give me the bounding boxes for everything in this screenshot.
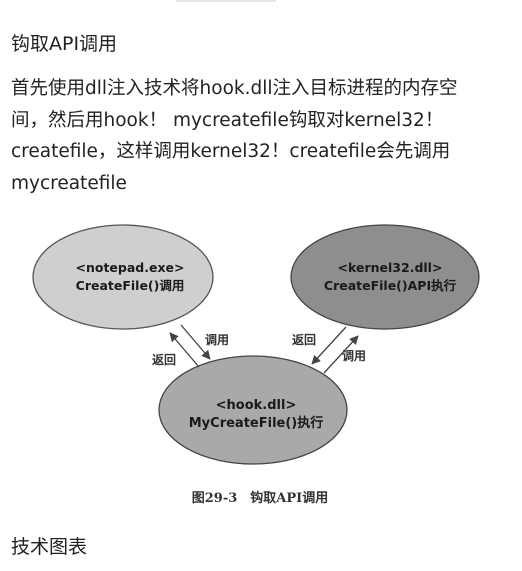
- right-call-label: 调用: [342, 349, 366, 363]
- right-arrow-pair: [311, 326, 359, 374]
- paragraph-line-1: 首先使用dll注入技术将hook.dll注入目标进程的内存空: [11, 78, 458, 99]
- kernel32-node: <kernel32.dll> CreateFile()API执行: [290, 224, 480, 330]
- kernel32-label: <kernel32.dll>: [338, 260, 443, 275]
- notepad-label: <notepad.exe>: [76, 260, 185, 275]
- left-arrow-pair: [169, 324, 211, 368]
- notepad-node: <notepad.exe> CreateFile()调用: [32, 224, 214, 330]
- left-call-label: 调用: [205, 333, 229, 347]
- kernel32-ellipse: [290, 224, 480, 330]
- api-hook-diagram: <notepad.exe> CreateFile()调用 <kernel32.d…: [32, 224, 480, 506]
- right-call-arrow: [323, 335, 359, 374]
- kernel32-function: CreateFile()API执行: [324, 278, 457, 293]
- notepad-ellipse: [32, 224, 214, 330]
- footer-tag: 技术图表: [11, 536, 88, 558]
- api-hook-figure: <notepad.exe> CreateFile()调用 <kernel32.d…: [0, 207, 522, 527]
- right-return-arrow: [311, 326, 347, 365]
- paragraph-line-2: 间，然后用hook！ mycreatefile钩取对kernel32！: [11, 109, 444, 131]
- notepad-function: CreateFile()调用: [76, 278, 185, 293]
- paragraph-line-3: createfile，这样调用kernel32！createfile会先调用: [11, 141, 451, 162]
- left-return-arrow: [169, 332, 200, 368]
- paragraph-line-4: mycreatefile: [11, 172, 127, 194]
- figure-caption: 图29-3 钩取API调用: [192, 490, 328, 506]
- right-return-label: 返回: [292, 332, 316, 347]
- left-call-arrow: [180, 324, 211, 360]
- hook-label: <hook.dll>: [216, 398, 297, 413]
- hook-ellipse: [158, 355, 348, 465]
- section-heading: 钩取API调用: [11, 33, 118, 55]
- top-divider: [176, 0, 276, 2]
- left-return-label: 返回: [152, 352, 176, 367]
- hook-function: MyCreateFile()执行: [189, 415, 323, 431]
- hook-node: <hook.dll> MyCreateFile()执行: [158, 355, 348, 465]
- description-paragraph: 首先使用dll注入技术将hook.dll注入目标进程的内存空 间，然后用hook…: [11, 73, 511, 199]
